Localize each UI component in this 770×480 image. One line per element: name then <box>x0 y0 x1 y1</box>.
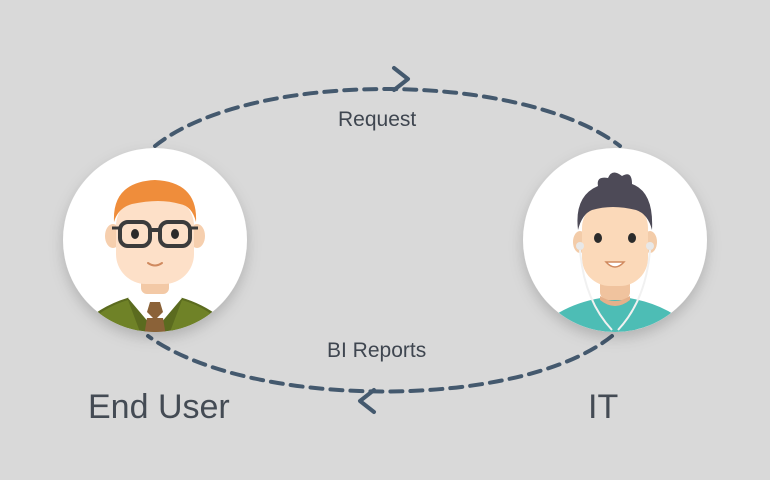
it-avatar-icon <box>523 148 707 332</box>
it-label: IT <box>588 388 619 426</box>
arrow-head-left-icon <box>358 388 376 414</box>
request-arrow-path <box>153 87 622 148</box>
end-user-avatar-icon <box>63 148 247 332</box>
bi-reports-label: BI Reports <box>327 339 427 362</box>
bi-reports-arrow-path <box>146 334 614 394</box>
arrow-head-right-icon <box>392 66 410 92</box>
request-label: Request <box>338 108 417 131</box>
end-user-label: End User <box>88 388 230 426</box>
